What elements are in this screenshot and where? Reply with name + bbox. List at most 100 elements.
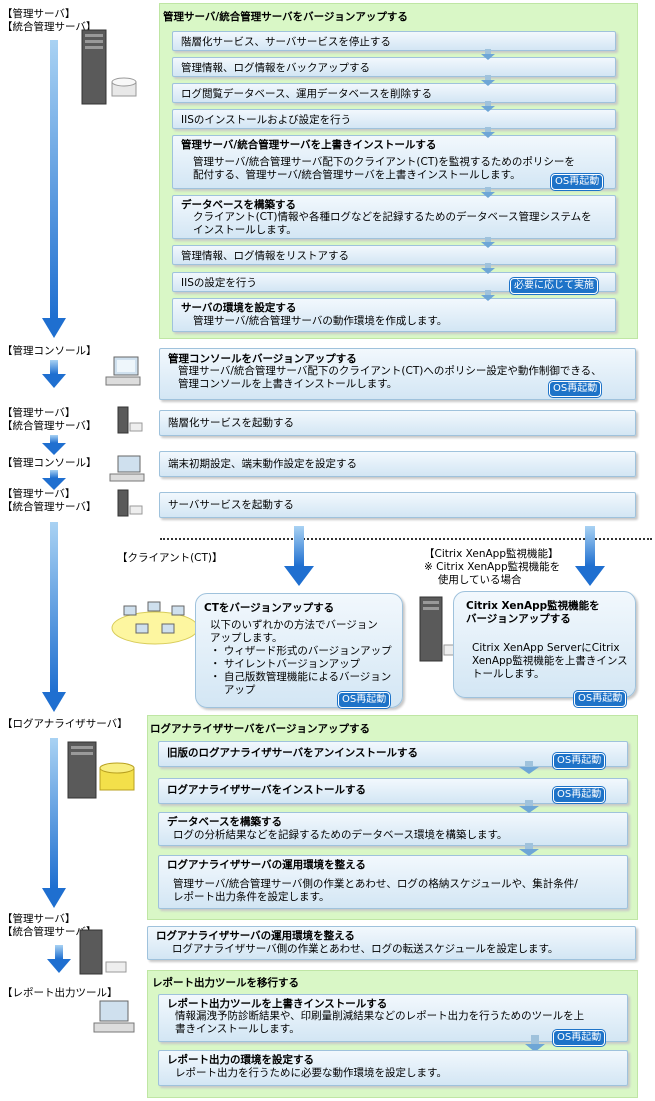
step-log-env-title: ログアナライザサーバの運用環境を整える <box>167 859 366 871</box>
ct-upgrade-desc: 以下のいずれかの方法でバージョン アップします。 ・ ウィザード形式のバージョン… <box>210 619 392 696</box>
step-iis-install: IISのインストールおよび設定を行う <box>172 109 616 129</box>
terminal-settings-text: 端末初期設定、端末動作設定を設定する <box>168 458 357 470</box>
server-icon <box>81 29 137 105</box>
step-arrow <box>481 49 495 60</box>
step-stop-services-text: 階層化サービス、サーバサービスを停止する <box>181 36 391 48</box>
label-client: 【クライアント(CT)】 <box>117 552 223 564</box>
step-arrow <box>481 187 495 198</box>
step-arrow <box>525 1035 545 1052</box>
step-arrow <box>519 800 539 813</box>
flow-arrow-1 <box>42 40 66 338</box>
step-iis-install-text: IISのインストールおよび設定を行う <box>181 114 352 126</box>
step-uninstall-old-text: 旧版のログアナライザサーバをアンインストールする <box>167 747 419 759</box>
reboot-badge-6: OS再起動 <box>553 787 606 803</box>
step-build-db-desc: クライアント(CT)情報や各種ログなどを記録するためのデータベース管理システムを… <box>193 211 592 236</box>
start-server-text: サーバサービスを起動する <box>168 499 294 511</box>
step-arrow <box>481 290 495 301</box>
step-report-env: レポート出力の環境を設定する レポート出力を行うために必要な動作環境を設定します… <box>158 1050 628 1086</box>
ct-arrow <box>284 526 314 586</box>
server-icon-small-2 <box>117 489 143 517</box>
reboot-badge-1: OS再起動 <box>551 174 604 190</box>
step-report-install: レポート出力ツールを上書きインストールする 情報漏洩予防診断結果や、印刷量削減結… <box>158 994 628 1042</box>
citrix-upgrade-box: Citrix XenApp監視機能を バージョンアップする Citrix Xen… <box>453 591 636 698</box>
log-server-icon <box>67 741 135 799</box>
flow-arrow-4 <box>42 470 66 490</box>
server-upgrade-title: 管理サーバ/統合管理サーバをバージョンアップする <box>163 11 408 23</box>
reboot-badge-4: OS再起動 <box>574 691 627 707</box>
reboot-badge-7: OS再起動 <box>553 1030 606 1046</box>
pc-icon <box>105 356 141 386</box>
step-install-log-text: ログアナライザサーバをインストールする <box>167 784 366 796</box>
step-log-env-desc: 管理サーバ/統合管理サーバ側の作業とあわせ、ログの格納スケジュールや、集計条件/… <box>173 878 578 903</box>
separator-dotted <box>160 538 652 540</box>
flow-arrow-2 <box>42 360 66 388</box>
pc-icon-2 <box>109 455 145 482</box>
citrix-upgrade-desc: Citrix XenApp ServerにCitrix XenApp監視機能を上… <box>472 642 628 680</box>
step-stop-services: 階層化サービス、サーバサービスを停止する <box>172 31 616 51</box>
step-log-env: ログアナライザサーバの運用環境を整える 管理サーバ/統合管理サーバ側の作業とあわ… <box>158 855 628 909</box>
label-mgr-server-4: 【管理サーバ】 【統合管理サーバ】 <box>2 913 97 938</box>
step-log-db-desc: ログの分析結果などを記録するためのデータベース環境を構築します。 <box>173 829 508 841</box>
step-overwrite-install: 管理サーバ/統合管理サーバを上書きインストールする 管理サーバ/統合管理サーバ配… <box>172 135 616 189</box>
server-icon-small-3 <box>79 929 127 975</box>
step-log-db-title: データベースを構築する <box>167 816 282 828</box>
step-arrow <box>519 843 539 856</box>
flow-arrow-5 <box>42 522 66 712</box>
step-uninstall-old: 旧版のログアナライザサーバをアンインストールする <box>158 741 628 767</box>
step-iis-config-text: IISの設定を行う <box>181 277 257 289</box>
label-report-tool: 【レポート出力ツール】 <box>2 987 118 999</box>
start-hier-text: 階層化サービスを起動する <box>168 417 294 429</box>
step-report-install-desc: 情報漏洩予防診断結果や、印刷量削減結果などのレポート出力を行うためのツールを上 … <box>175 1010 585 1035</box>
log-upgrade-title: ログアナライザサーバをバージョンアップする <box>150 723 370 735</box>
flow-arrow-7 <box>47 945 71 973</box>
step-backup-text: 管理情報、ログ情報をバックアップする <box>181 62 370 74</box>
label-mgr-server: 【管理サーバ】 【統合管理サーバ】 <box>2 8 97 33</box>
step-report-install-title: レポート出力ツールを上書きインストールする <box>167 998 388 1010</box>
start-server-box: サーバサービスを起動する <box>159 492 636 518</box>
step-report-env-title: レポート出力の環境を設定する <box>167 1054 314 1066</box>
step-build-db: データベースを構築する クライアント(CT)情報や各種ログなどを記録するためのデ… <box>172 195 616 239</box>
step-log-db: データベースを構築する ログの分析結果などを記録するためのデータベース環境を構築… <box>158 812 628 846</box>
step-arrow <box>481 127 495 138</box>
step-server-env: サーバの環境を設定する 管理サーバ/統合管理サーバの動作環境を作成します。 <box>172 298 616 332</box>
step-iis-config: IISの設定を行う <box>172 272 616 292</box>
step-arrow <box>481 101 495 112</box>
ct-upgrade-box: CTをバージョンアップする 以下のいずれかの方法でバージョン アップします。 ・… <box>195 593 403 708</box>
client-network-icon <box>111 601 199 645</box>
console-upgrade-title: 管理コンソールをバージョンアップする <box>168 353 357 365</box>
step-arrow <box>519 761 539 774</box>
step-delete-db-text: ログ閲覧データベース、運用データベースを削除する <box>181 88 432 100</box>
start-hier-box: 階層化サービスを起動する <box>159 410 636 436</box>
label-citrix: 【Citrix XenApp監視機能】 ※ Citrix XenApp監視機能を… <box>424 548 561 586</box>
step-overwrite-install-desc: 管理サーバ/統合管理サーバ配下のクライアント(CT)を監視するためのポリシーを … <box>193 156 575 181</box>
report-migrate-title: レポート出力ツールを移行する <box>152 977 299 989</box>
citrix-upgrade-title: Citrix XenApp監視機能を バージョンアップする <box>466 600 600 625</box>
pc-icon-3 <box>93 1000 135 1033</box>
step-restore-text: 管理情報、ログ情報をリストアする <box>181 250 349 262</box>
citrix-arrow <box>575 526 605 586</box>
server-log-env-box: ログアナライザサーバの運用環境を整える ログアナライザサーバ側の作業とあわせ、ロ… <box>147 926 636 960</box>
step-backup: 管理情報、ログ情報をバックアップする <box>172 57 616 77</box>
step-report-env-desc: レポート出力を行うために必要な動作環境を設定します。 <box>175 1067 447 1079</box>
step-restore: 管理情報、ログ情報をリストアする <box>172 245 616 265</box>
server-log-env-title: ログアナライザサーバの運用環境を整える <box>156 930 355 942</box>
label-mgr-server-2: 【管理サーバ】 【統合管理サーバ】 <box>2 407 97 432</box>
step-arrow <box>481 263 495 274</box>
reboot-badge-5: OS再起動 <box>553 753 606 769</box>
reboot-badge-3: OS再起動 <box>338 692 391 708</box>
flow-arrow-6 <box>42 738 66 908</box>
terminal-settings-box: 端末初期設定、端末動作設定を設定する <box>159 451 636 477</box>
flow-arrow-3 <box>42 435 66 455</box>
label-mgr-console: 【管理コンソール】 <box>2 345 97 357</box>
console-upgrade-desc: 管理サーバ/統合管理サーバ配下のクライアント(CT)へのポリシー設定や動作制御で… <box>178 365 602 390</box>
label-log-analyzer: 【ログアナライザサーバ】 <box>2 718 128 730</box>
step-install-log: ログアナライザサーバをインストールする <box>158 778 628 804</box>
step-arrow <box>481 75 495 86</box>
step-overwrite-install-title: 管理サーバ/統合管理サーバを上書きインストールする <box>181 139 437 151</box>
step-build-db-title: データベースを構築する <box>181 199 296 211</box>
step-arrow <box>481 237 495 248</box>
as-needed-badge: 必要に応じて実施 <box>510 278 598 294</box>
reboot-badge-2: OS再起動 <box>549 381 602 397</box>
label-mgr-console-2: 【管理コンソール】 <box>2 457 97 469</box>
server-icon-small <box>117 406 143 434</box>
